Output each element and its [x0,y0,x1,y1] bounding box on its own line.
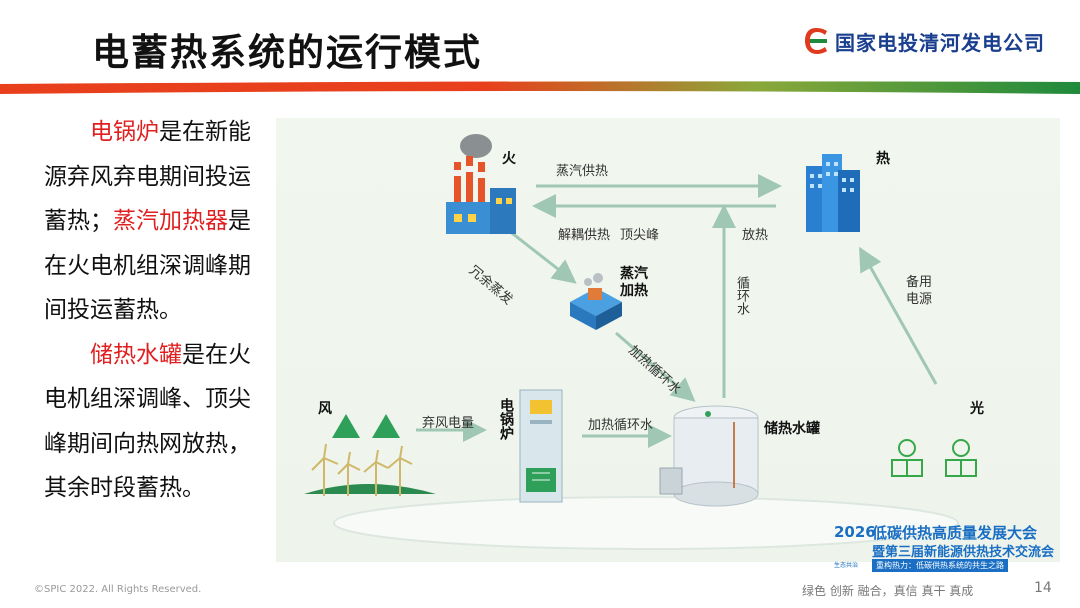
conference-tag: 重构热力：低碳供热系统的共生之路 [872,559,1008,572]
buildings-icon [806,154,860,232]
label-decouple: 解耦供热 [558,228,611,243]
logo-text: 国家电投清河发电公司 [835,30,1045,55]
text-2: 是在火电机组深调峰期间投运蓄热。 [44,208,251,323]
power-plant-icon [446,134,516,234]
conference-year: 2026 [834,523,876,541]
label-heating-loop: 加热循环水 [588,418,654,433]
solar-panels-icon [891,439,977,477]
copyright: ©SPIC 2022. All Rights Reserved. [34,584,202,595]
term-electric-boiler: 电锅炉 [90,119,159,145]
slogan: 绿色 创新 融合，真信 真干 真成 [802,584,974,598]
label-steam-heating: 蒸汽加热 [620,266,648,299]
diagram-graphics [304,134,977,550]
arrow-redundant-steam [507,228,577,284]
label-peak: 顶尖峰 [620,228,660,243]
description-text: 电锅炉是在新能源弃风弃电期间投运蓄热；蒸汽加热器是在火电机组深调峰期间投运蓄热。… [44,110,268,511]
spic-logo-icon [805,28,827,54]
wind-turbines-icon [304,414,436,496]
base-platform [333,496,959,550]
paragraph-2: 储热水罐是在火电机组深调峰、顶尖峰期间向热网放热，其余时段蓄热。 [44,333,268,511]
label-backup-power: 备用电源 [906,275,933,307]
label-curtailed-power: 弃风电量 [422,416,475,431]
company-logo: 国家电投清河发电公司 [803,26,1045,56]
conference-badge: 2026 生态共治 低碳供热高质量发展大会 暨第三届新能源供热技术交流会 重构热… [834,522,1074,574]
label-fire: 火 [502,151,516,167]
term-storage-tank: 储热水罐 [90,341,182,368]
label-heat: 热 [876,151,890,167]
term-steam-heater: 蒸汽加热器 [113,208,228,234]
text-1: 是在新能源弃风弃电期间投运蓄热； [44,119,251,234]
page-number: 14 [1034,580,1052,596]
header-band [0,81,1080,94]
text-3: 是在火电机组深调峰、顶尖峰期间向热网放热，其余时段蓄热。 [44,341,251,502]
storage-tank-icon [659,405,759,507]
paragraph-1: 电锅炉是在新能源弃风弃电期间投运蓄热；蒸汽加热器是在火电机组深调峰期间投运蓄热。 [44,110,268,333]
conference-sub: 生态共治 [834,562,859,569]
arrow-heating-loop-diag [615,331,696,402]
label-release: 放热 [742,228,769,243]
page-title: 电蓄热系统的运行模式 [92,31,482,74]
label-solar: 光 [970,401,984,417]
label-electric-boiler: 电锅炉 [498,398,514,440]
label-steam-supply: 蒸汽供热 [556,164,609,179]
label-circulating-water: 循环水 [734,276,749,315]
steam-heater-icon [570,273,622,330]
conference-subtitle: 暨第三届新能源供热技术交流会 [872,545,1055,560]
label-wind: 风 [318,401,332,417]
system-diagram: 火 热 蒸汽供热 解耦供热 顶尖峰 放热 冗余蒸发 蒸汽加热 加热循环水 循环水… [276,118,1060,562]
label-storage-tank: 储热水罐 [764,421,820,437]
conference-title: 低碳供热高质量发展大会 [872,524,1038,542]
arrow-backup-power [859,246,938,385]
electric-boiler-icon [519,389,563,503]
